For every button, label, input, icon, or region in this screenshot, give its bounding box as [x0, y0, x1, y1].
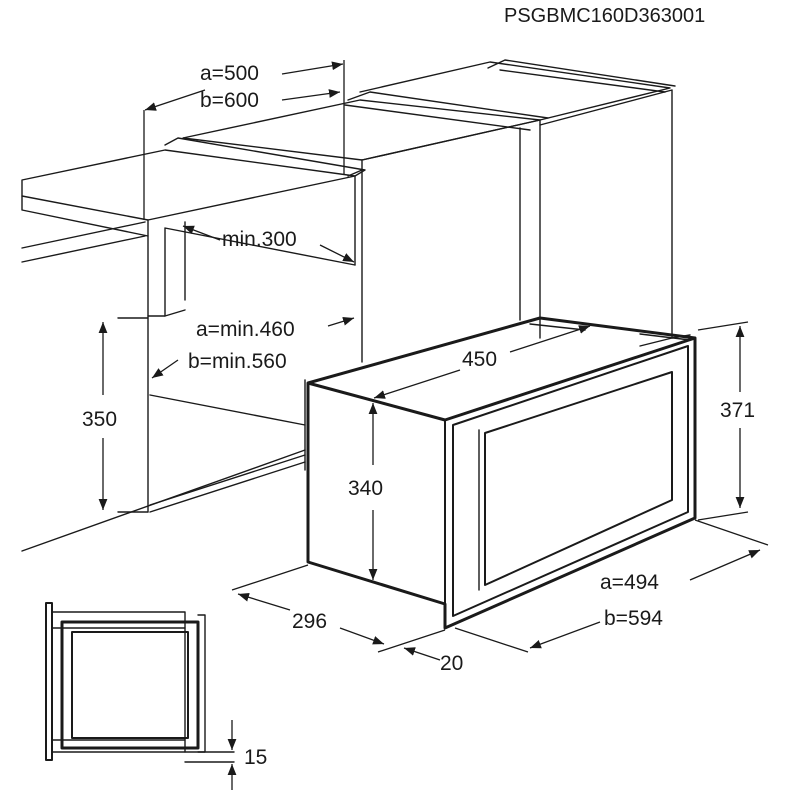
product-code: PSGBMC160D363001	[504, 5, 705, 27]
label-20: 20	[440, 652, 463, 675]
label-450: 450	[462, 348, 497, 371]
label-371: 371	[720, 399, 755, 422]
label-15: 15	[244, 746, 267, 769]
label-a-500: a=500	[200, 62, 259, 85]
label-a-494: a=494	[600, 571, 659, 594]
label-b-600: b=600	[200, 89, 259, 112]
appliance-drawing	[306, 316, 697, 630]
label-b-594: b=594	[604, 607, 663, 630]
label-296: 296	[292, 610, 327, 633]
label-min-300: min.300	[222, 228, 297, 251]
dimension-lines	[98, 60, 769, 661]
label-b-min-560: b=min.560	[188, 350, 287, 373]
label-340: 340	[348, 477, 383, 500]
label-350: 350	[82, 408, 117, 431]
side-detail-drawing	[45, 602, 237, 790]
label-a-min-460: a=min.460	[196, 318, 295, 341]
cabinet-drawing	[21, 59, 691, 552]
